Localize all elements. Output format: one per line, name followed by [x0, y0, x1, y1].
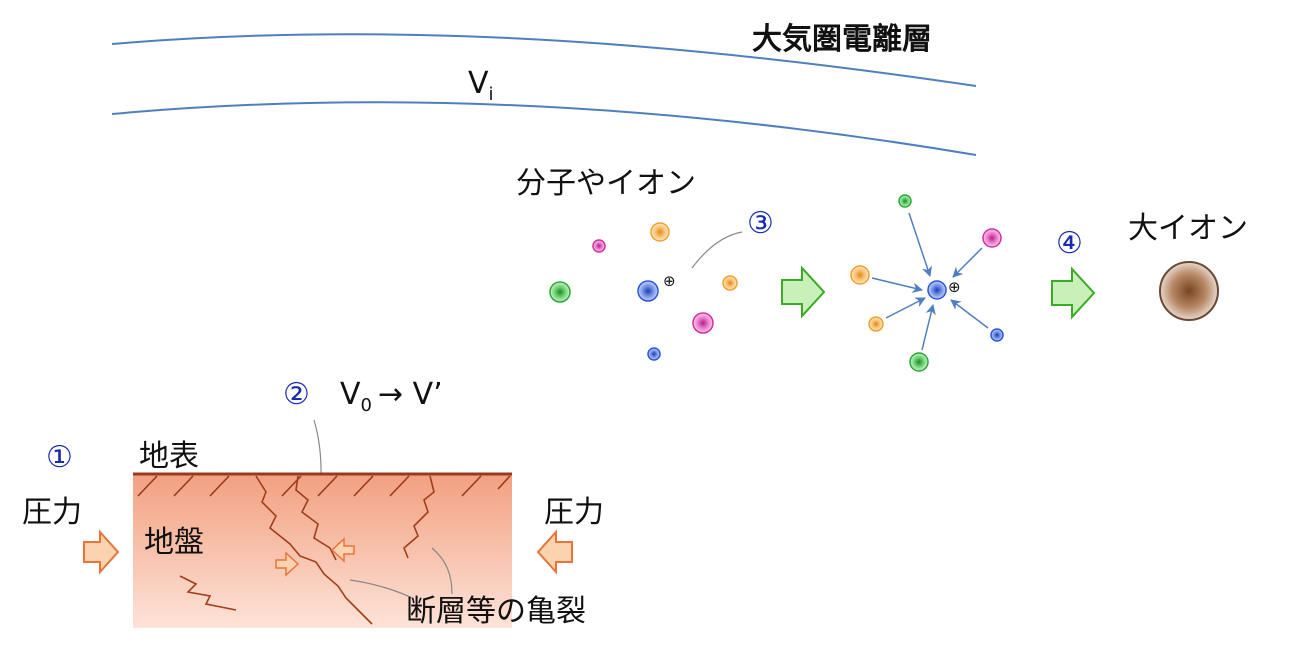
scattered-particles: ⊕ — [549, 222, 738, 361]
particle-pink-right — [982, 228, 1002, 248]
ionosphere-line-upper — [111, 33, 977, 87]
vi-label-sub: i — [489, 84, 494, 105]
particle-blue-small — [647, 347, 661, 361]
particle-green-top — [898, 194, 912, 208]
pressure-label-left: 圧力 — [22, 495, 82, 530]
ionosphere-line-lower — [111, 101, 977, 156]
step-three-leader — [691, 231, 743, 269]
converge-arrow-top — [908, 212, 932, 277]
particle-green-left — [549, 281, 571, 303]
particle-pink-small — [592, 239, 606, 253]
converging-particles: ⊕ — [850, 194, 1004, 372]
v0-label: V0 → V’ — [340, 377, 443, 416]
plus-sign-scattered: ⊕ — [663, 272, 676, 290]
vi-label-main: V — [468, 66, 489, 101]
converge-arrow-top-right — [952, 247, 983, 278]
particle-pink-bottom — [692, 312, 714, 334]
particle-orange-top — [650, 222, 670, 242]
small-arrow-left — [330, 537, 355, 563]
particle-green-bottom — [909, 352, 929, 372]
surface-hatching — [137, 475, 511, 497]
crack-main — [255, 475, 373, 625]
large-ion-label: 大イオン — [1128, 211, 1248, 246]
step-one-number: ① — [46, 440, 73, 475]
large-ion — [1159, 261, 1219, 321]
pressure-arrow-right — [536, 529, 573, 575]
converge-arrow-lower-right — [950, 299, 989, 329]
molecules-ions-label: 分子やイオン — [516, 166, 696, 201]
vi-label: Vi — [468, 66, 494, 105]
converge-arrow-left — [871, 277, 924, 293]
step-three-number: ③ — [747, 206, 774, 241]
flow-arrow-1 — [781, 265, 826, 319]
ground-block — [133, 474, 512, 628]
v0-label-sub: 0 — [361, 395, 372, 416]
small-arrow-right — [275, 551, 300, 577]
fault-cracks — [179, 475, 435, 625]
particle-blue-core — [927, 280, 947, 300]
surface-label: 地表 — [139, 439, 199, 474]
flow-arrow-2 — [1051, 266, 1096, 320]
particle-orange-lower-left — [868, 316, 884, 332]
pressure-arrow-left — [83, 529, 120, 575]
plus-sign-core: ⊕ — [948, 278, 961, 296]
converge-arrow-lower-left — [885, 297, 926, 319]
ground-label: 地盤 — [144, 525, 204, 560]
crack-leader-1 — [349, 579, 413, 599]
ionosphere-label: 大気圏電離層 — [752, 22, 932, 57]
particle-blue-lower-right — [990, 328, 1004, 342]
step-two-number: ② — [283, 377, 310, 412]
cracks-label: 断層等の亀裂 — [406, 594, 586, 629]
v0-label-main: V — [340, 377, 361, 412]
converge-arrow-bottom — [921, 303, 936, 351]
crack-right — [403, 475, 435, 559]
crack-small — [179, 575, 237, 611]
particle-orange-right — [722, 275, 738, 291]
pressure-label-right: 圧力 — [544, 495, 604, 530]
crack-branch — [295, 475, 337, 561]
step-four-number: ④ — [1056, 226, 1083, 261]
crack-leader-2 — [431, 547, 453, 595]
particle-blue-center — [637, 280, 659, 302]
particle-orange-left — [850, 265, 870, 285]
v0-label-arrow: → V’ — [378, 377, 443, 412]
